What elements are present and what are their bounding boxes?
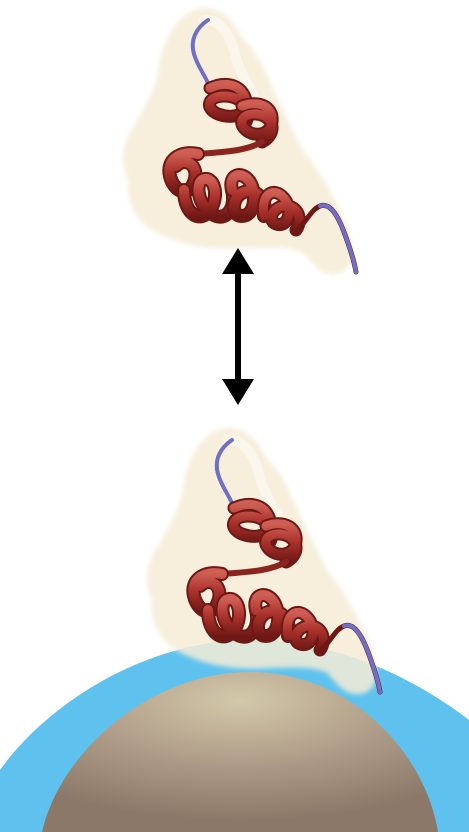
- nanoparticle: [0, 640, 469, 832]
- double-headed-arrow-icon: [222, 248, 254, 405]
- free-protein: [123, 8, 356, 274]
